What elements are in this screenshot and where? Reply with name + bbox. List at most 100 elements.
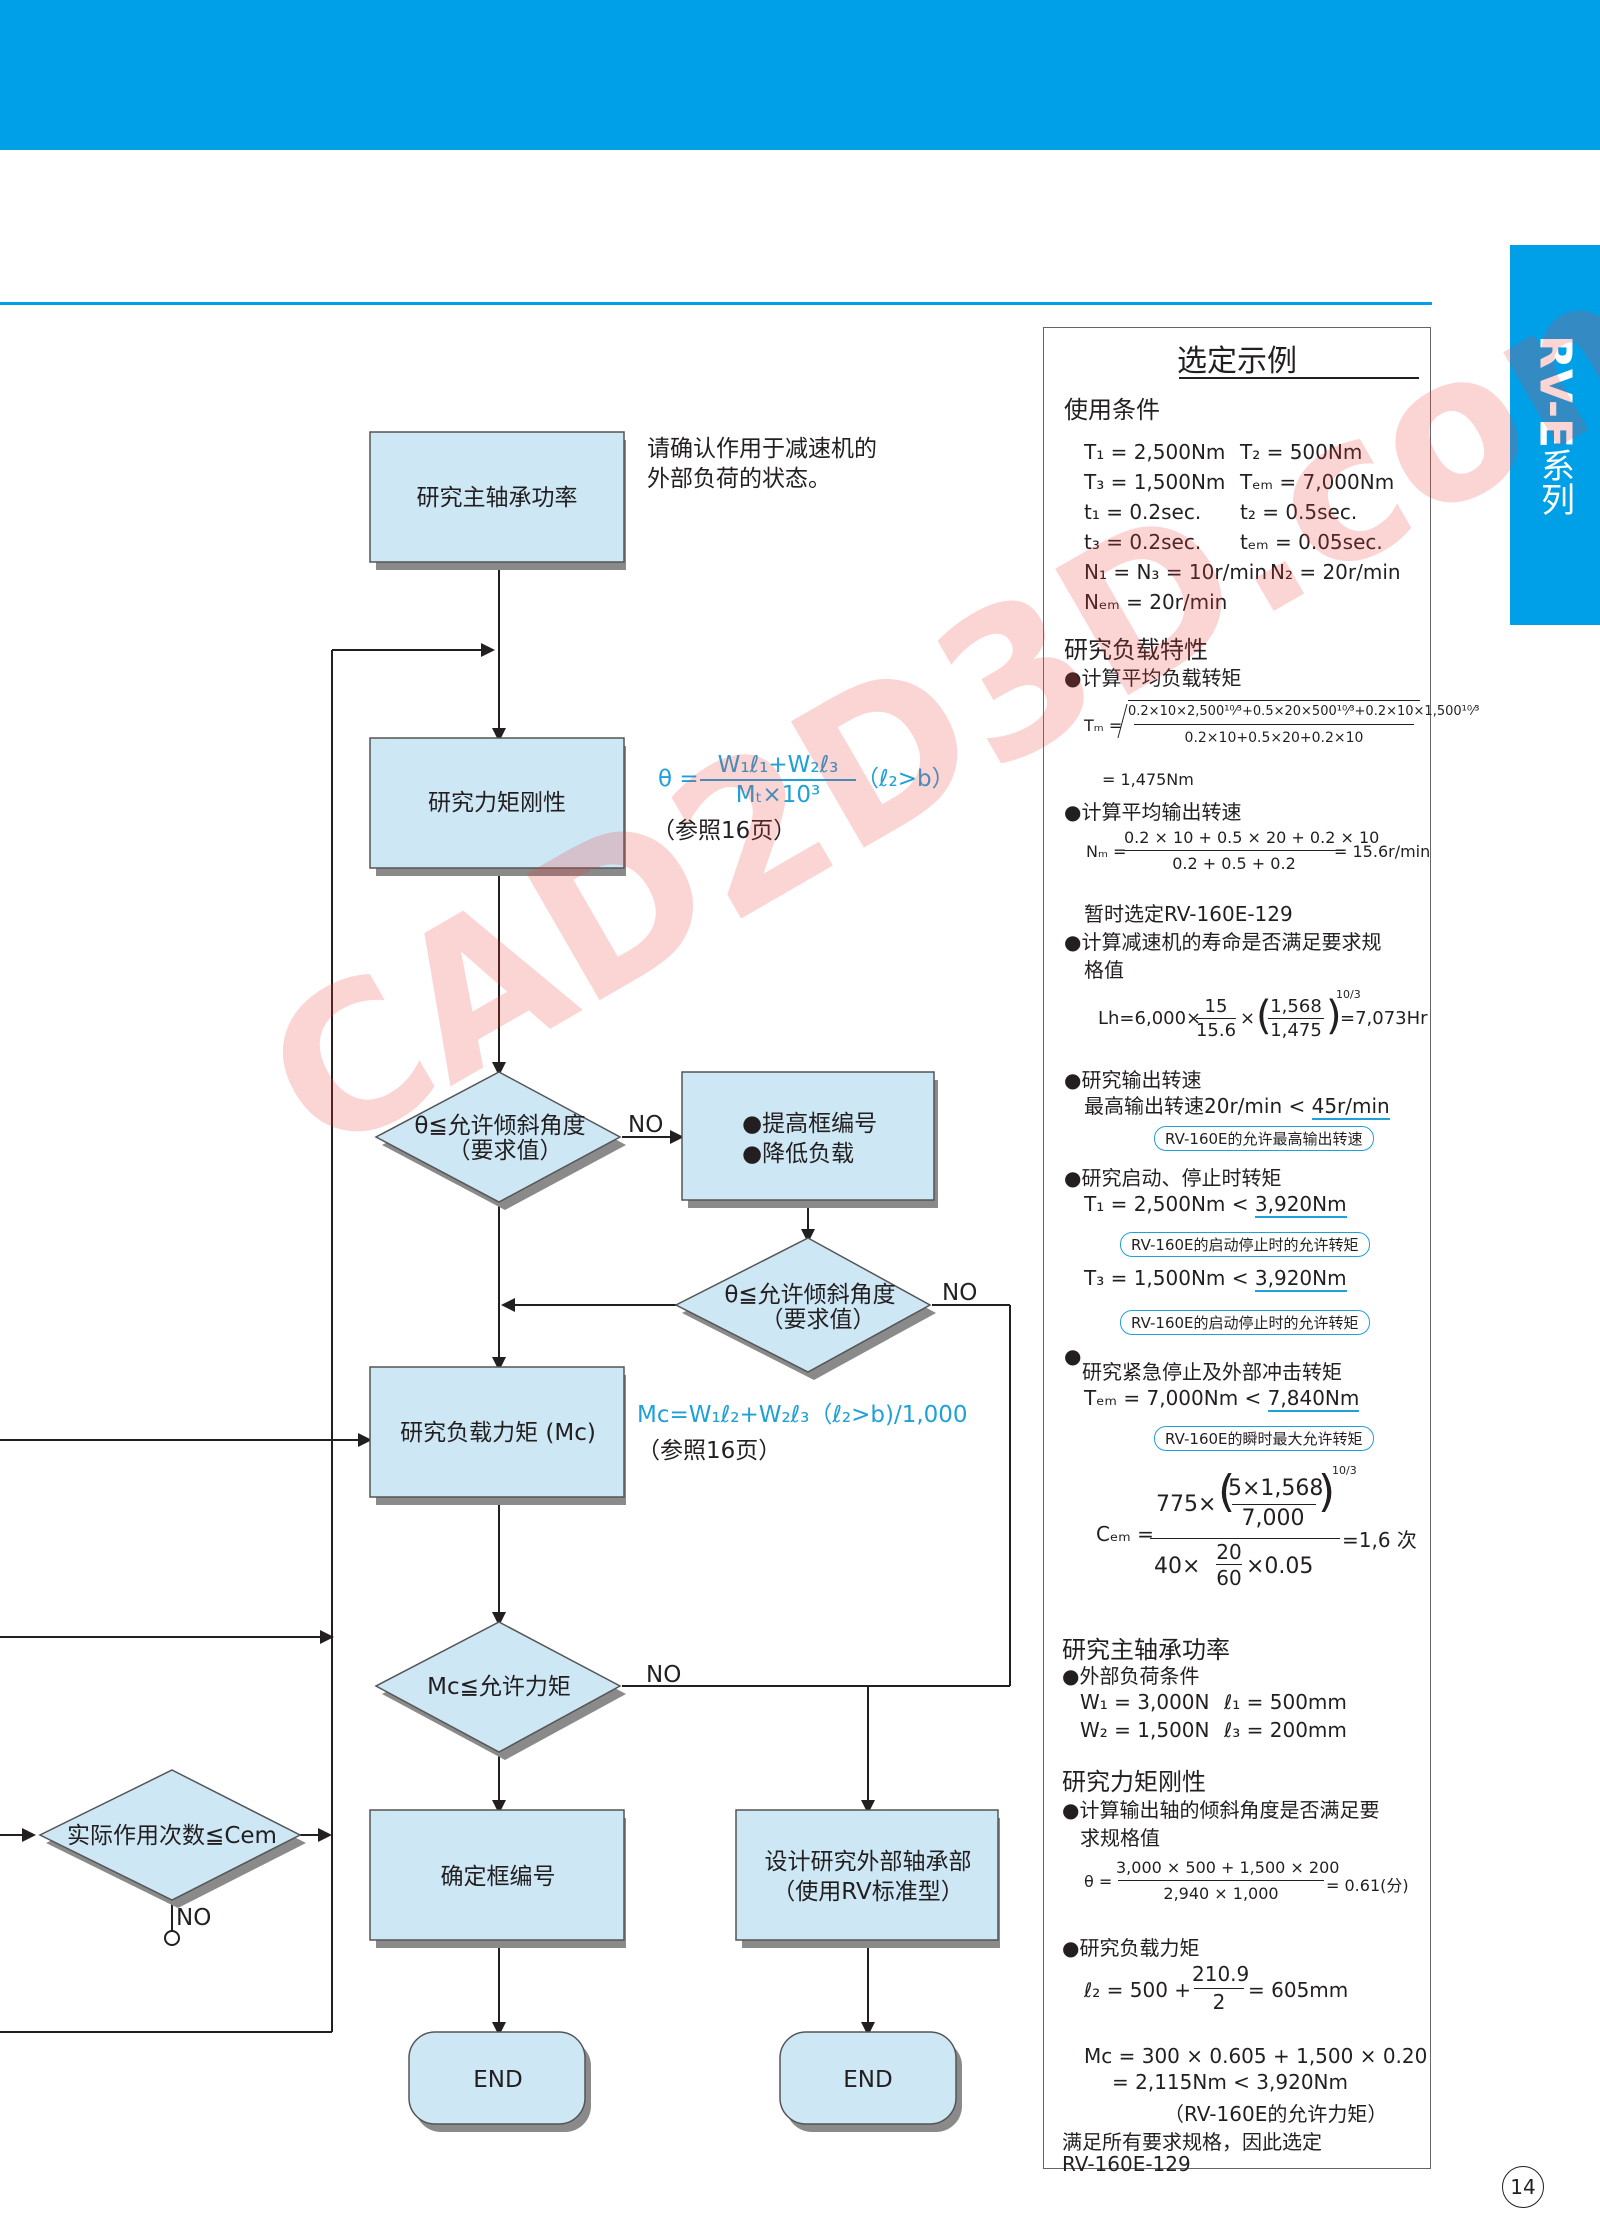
- load-moment-title: ●研究负载力矩: [1062, 1936, 1200, 1960]
- t3-check-line: T₃ = 1,500Nm < 3,920Nm: [1084, 1266, 1347, 1292]
- end-terminator-1: [408, 2031, 586, 2125]
- t3-check-text: T₃ = 1,500Nm <: [1084, 1266, 1255, 1290]
- nm-fraction-bar: [1124, 850, 1344, 851]
- selection-flowchart: 研究主轴承功率 请确认作用于减速机的 外部负荷的状态。 研究力矩刚性 θ = W…: [0, 431, 1011, 2132]
- emergency-stop-title: 研究紧急停止及外部冲击转矩: [1082, 1360, 1342, 1384]
- cond-t3: T₃ = 1,500Nm: [1084, 470, 1226, 494]
- mc-calc-line1: Mc = 300 × 0.605 + 1,500 × 0.20: [1084, 2044, 1428, 2068]
- shaft-note-line2: 外部负荷的状态。: [647, 466, 831, 492]
- end-terminator-2: [779, 2031, 957, 2125]
- panel-title: 选定示例: [1177, 344, 1297, 379]
- cem-numerator-factor: 775×: [1156, 1492, 1217, 1517]
- end-label-1: END: [473, 2067, 522, 2093]
- cond-time-em: tₑₘ = 0.05sec.: [1240, 530, 1383, 554]
- selection-example-panel: 选定示例 使用条件 T₁ = 2,500Nm T₂ = 500Nm T₃ = 1…: [1043, 327, 1479, 2176]
- lh-f2-bar: [1268, 1018, 1324, 1019]
- cem-paren-left-icon: (: [1218, 1466, 1236, 1517]
- lh-f2-denominator: 1,475: [1270, 1020, 1322, 1041]
- step-box-confirm: [369, 1809, 625, 1941]
- cond-t2: T₂ = 500Nm: [1240, 440, 1363, 464]
- decision-tilt-2-line2: （要求值）: [761, 1307, 876, 1333]
- decision-moment-label: Mc≦允许力矩: [427, 1674, 571, 1700]
- header-rule: [0, 302, 1432, 305]
- lh-f1-denominator: 15.6: [1195, 1020, 1237, 1041]
- step-box-confirm-label: 确定框编号: [441, 1864, 556, 1890]
- no-label-4: NO: [176, 1905, 211, 1931]
- max-speed-limit: 45r/min: [1311, 1094, 1390, 1120]
- lh-exponent: 10/3: [1336, 988, 1361, 1001]
- load-w1: W₁ = 3,000N: [1080, 1690, 1210, 1714]
- tm-result: = 1,475Nm: [1102, 770, 1194, 789]
- stiffness-heading: 研究力矩刚性: [1062, 1768, 1206, 1796]
- mc-calc-line3: （RV-160E的允许力矩）: [1164, 2102, 1388, 2126]
- allowable-max-speed-tag: RV-160E的允许最高输出转速: [1154, 1126, 1374, 1151]
- length-l3: ℓ₃ = 200mm: [1224, 1718, 1347, 1742]
- cem-den-fraction-denominator: 60: [1216, 1566, 1242, 1590]
- cond-tem: Tₑₘ = 7,000Nm: [1240, 470, 1395, 494]
- cem-inner-numerator: 5×1,568: [1228, 1476, 1324, 1501]
- theta-formula-prefix: θ =: [658, 766, 699, 792]
- t3-check-limit: 3,920Nm: [1254, 1266, 1347, 1292]
- l2-numerator: 210.9: [1192, 1962, 1250, 1986]
- nm-lhs: Nₘ =: [1086, 842, 1127, 861]
- life-check-line1: ●计算减速机的寿命是否满足要求规: [1064, 930, 1382, 954]
- theta-formula-numerator: W₁ℓ₁+W₂ℓ₃: [718, 752, 839, 778]
- temporary-selection: 暂时选定RV-160E-129: [1084, 902, 1293, 926]
- reference-page-16-a: （参照16页）: [652, 818, 796, 844]
- step-box-stiffness: [369, 737, 625, 869]
- series-side-tab: [1510, 245, 1600, 625]
- cond-speed-2: N₂ = 20r/min: [1270, 560, 1401, 584]
- decision-diamond-cem: [38, 1769, 302, 1901]
- top-banner: [0, 0, 1600, 150]
- cond-time-3: t₃ = 0.2sec.: [1084, 530, 1202, 554]
- cond-time-1: t₁ = 0.2sec.: [1084, 500, 1202, 524]
- cond-time-2: t₂ = 0.5sec.: [1240, 500, 1358, 524]
- step-box-load-moment-label: 研究负载力矩 (Mc): [400, 1420, 596, 1446]
- theta-fraction-bar: [1118, 1880, 1324, 1881]
- tm-denominator: 0.2×10+0.5×20+0.2×10: [1184, 730, 1364, 746]
- cem-inner-denominator: 7,000: [1241, 1506, 1305, 1531]
- lh-result: =7,073Hr: [1340, 1008, 1428, 1029]
- decision-diamond-tilt-1: [374, 1071, 622, 1203]
- panel-title-rule: [1179, 377, 1419, 379]
- cond-speed-em: Nₑₘ = 20r/min: [1084, 590, 1228, 614]
- nm-numerator: 0.2 × 10 + 0.5 × 20 + 0.2 × 10: [1124, 828, 1380, 847]
- lh-paren-right-icon: ): [1326, 993, 1342, 1039]
- no-label-2: NO: [942, 1280, 977, 1306]
- instant-max-torque-tag: RV-160E的瞬时最大允许转矩: [1154, 1426, 1374, 1451]
- step-box-improve: [681, 1071, 935, 1201]
- decision-diamond-tilt-2: [674, 1237, 932, 1373]
- shaft-note-line1: 请确认作用于减速机的: [647, 436, 877, 462]
- allowable-start-stop-tag-2: RV-160E的启动停止时的允许转矩: [1120, 1310, 1370, 1335]
- series-name: RV-E: [1529, 335, 1581, 449]
- connector-circle-icon: [164, 1930, 180, 1946]
- cem-lhs: Cₑₘ =: [1096, 1522, 1154, 1546]
- mc-formula: Mc=W₁ℓ₂+W₂ℓ₃（ℓ₂>b)/1,000: [637, 1402, 968, 1428]
- cem-inner-bar: [1232, 1504, 1316, 1505]
- output-speed-title: ●研究输出转速: [1064, 1068, 1202, 1092]
- decision-tilt-1-line2: （要求值）: [448, 1138, 563, 1164]
- load-w2: W₂ = 1,500N: [1080, 1718, 1210, 1742]
- cem-result: =1,6 次: [1342, 1528, 1417, 1552]
- page-number: 14: [1502, 2166, 1544, 2208]
- mc-calc-line2: = 2,115Nm < 3,920Nm: [1112, 2070, 1348, 2094]
- t1-check-text: T₁ = 2,500Nm <: [1084, 1192, 1255, 1216]
- lh-lhs: Lh=6,000×: [1098, 1008, 1202, 1029]
- tem-check-limit: 7,840Nm: [1267, 1386, 1360, 1412]
- allowable-start-stop-tag-1: RV-160E的启动停止时的允许转矩: [1120, 1232, 1370, 1257]
- improve-frame-number: ●提高框编号: [742, 1111, 877, 1137]
- cem-main-bar: [1150, 1538, 1340, 1539]
- step-box-load-moment: [369, 1366, 625, 1498]
- conclusion-line1: 满足所有要求规格，因此选定: [1062, 2130, 1322, 2154]
- cem-exponent: 10/3: [1332, 1464, 1357, 1477]
- tilt-check-line1: ●计算输出轴的倾斜角度是否满足要: [1062, 1798, 1380, 1822]
- decision-diamond-moment: [374, 1621, 622, 1753]
- lh-times: ×: [1240, 1008, 1256, 1029]
- tm-fraction-bar: [1134, 724, 1414, 725]
- conclusion-model: RV-160E-129: [1062, 2152, 1191, 2176]
- no-label-1: NO: [628, 1112, 663, 1138]
- nm-result: = 15.6r/min: [1334, 842, 1431, 861]
- avg-speed-title: ●计算平均输出转速: [1064, 800, 1242, 824]
- radical-bar: [1128, 700, 1420, 701]
